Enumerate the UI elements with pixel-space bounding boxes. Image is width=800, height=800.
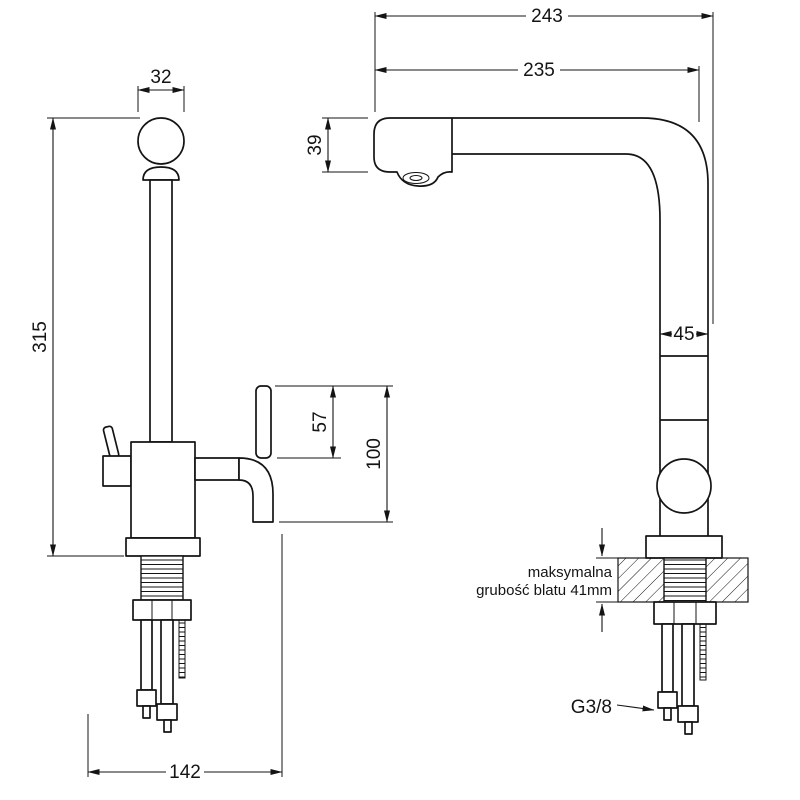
fixing-stud bbox=[178, 619, 186, 679]
knob-collar bbox=[142, 166, 180, 181]
dim-label-100: 100 bbox=[364, 438, 385, 470]
hose-connector bbox=[136, 689, 157, 707]
hose-tip bbox=[684, 721, 693, 735]
hose-tip bbox=[163, 719, 172, 733]
hose-connector bbox=[677, 705, 699, 723]
base-flange bbox=[645, 535, 723, 559]
fixing-stud bbox=[699, 623, 707, 681]
hose bbox=[661, 623, 674, 693]
hose-tip bbox=[142, 705, 151, 719]
dim-label-39: 39 bbox=[305, 134, 326, 155]
dim-label-235: 235 bbox=[523, 60, 555, 81]
mounting-nut bbox=[653, 601, 717, 625]
spout-tube-inner bbox=[452, 153, 661, 356]
dim-label-142: 142 bbox=[169, 762, 201, 783]
hose bbox=[160, 619, 174, 705]
side-lever-base bbox=[102, 455, 132, 487]
hose bbox=[681, 623, 695, 707]
side-view: 243 235 39 45 maksymalna grubość blatu 4… bbox=[305, 6, 749, 735]
counter-note-line1: maksymalna bbox=[528, 564, 613, 581]
aerator-core bbox=[409, 175, 423, 181]
spout-outlet bbox=[238, 457, 274, 523]
hose-connector bbox=[657, 691, 678, 709]
thread-stem bbox=[663, 557, 707, 603]
front-view: 32 315 57 100 142 bbox=[30, 67, 393, 783]
main-body bbox=[130, 441, 196, 539]
thread-stem bbox=[140, 555, 184, 601]
hose-connector bbox=[156, 703, 178, 721]
riser-column bbox=[149, 179, 173, 443]
hose-tip bbox=[663, 707, 672, 721]
dim-label-243: 243 bbox=[531, 6, 563, 27]
hose bbox=[140, 619, 153, 691]
dim-label-57: 57 bbox=[310, 411, 331, 432]
spout-tube-outer bbox=[452, 117, 709, 356]
dim-label-45: 45 bbox=[673, 324, 694, 345]
leader-arrow bbox=[616, 704, 655, 712]
spout-arm bbox=[194, 457, 240, 481]
ball-joint bbox=[656, 458, 712, 514]
filter-lever bbox=[255, 385, 272, 459]
mounting-nut bbox=[132, 599, 192, 621]
spout-head bbox=[373, 117, 453, 187]
dim-label-32: 32 bbox=[150, 67, 171, 88]
dim-label-315: 315 bbox=[30, 321, 51, 353]
thread-size-label: G3/8 bbox=[571, 697, 612, 718]
counter-note-line2: grubość blatu 41mm bbox=[476, 582, 612, 599]
aerator bbox=[402, 172, 430, 184]
base-flange bbox=[125, 537, 201, 557]
side-lever bbox=[102, 425, 120, 460]
top-knob bbox=[137, 117, 185, 165]
